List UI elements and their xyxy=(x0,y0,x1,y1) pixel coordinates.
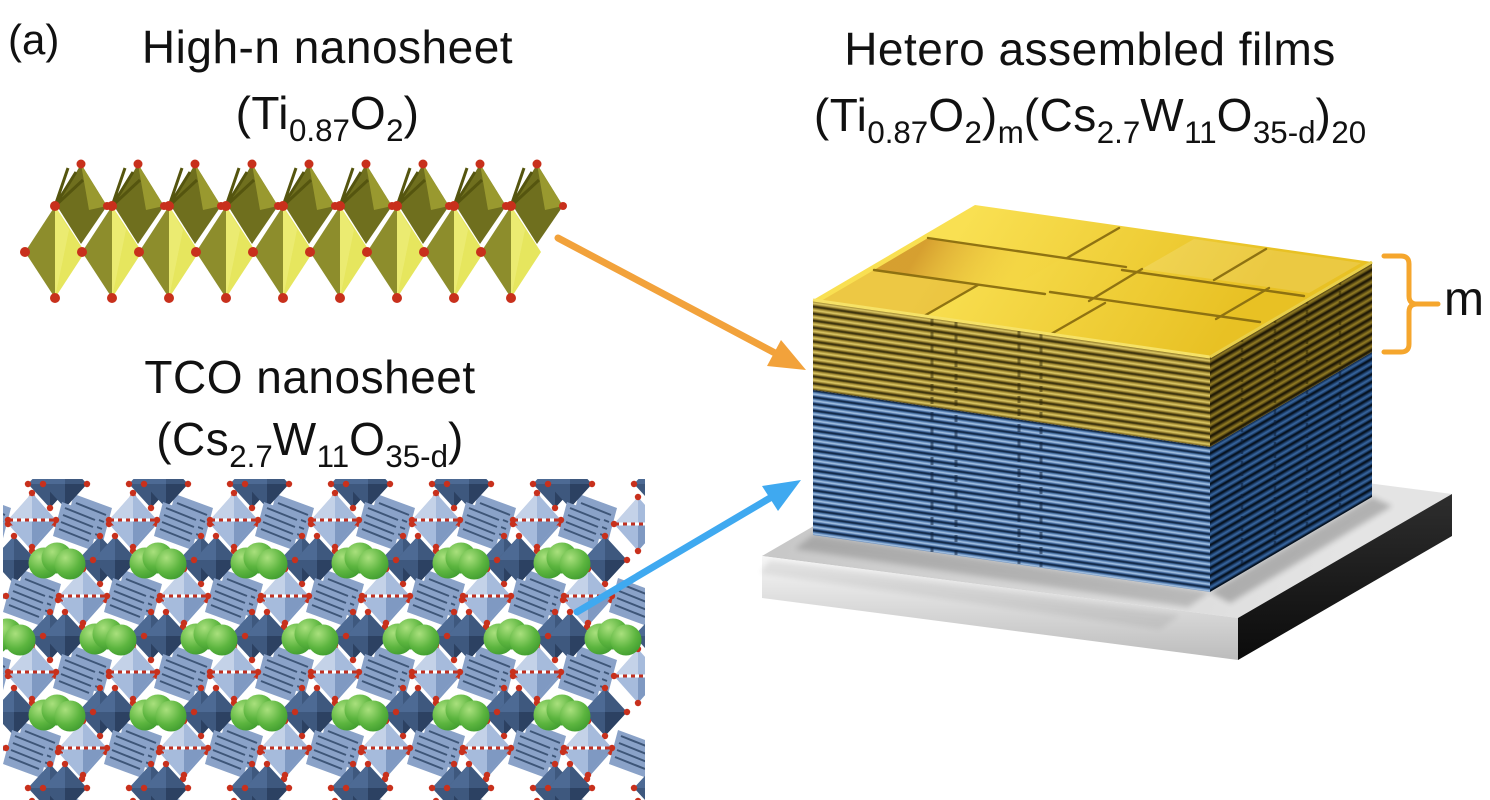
hetero-stack-illustration xyxy=(760,205,1452,660)
panel-label: (a) xyxy=(8,16,60,63)
hetero-formula: (Ti0.87O2)m(Cs2.7W11O35-d)20 xyxy=(813,89,1367,150)
blue-layer-block xyxy=(813,352,1372,592)
high-n-formula: (Ti0.87O2) xyxy=(235,87,420,148)
high-n-nanosheet-structure xyxy=(18,158,569,305)
m-count-label: m xyxy=(1444,273,1484,326)
orange-assembly-arrow xyxy=(554,234,806,370)
yellow-layer-block xyxy=(812,205,1373,447)
tco-title: TCO nanosheet xyxy=(144,351,476,403)
hetero-title: Hetero assembled films xyxy=(844,23,1336,75)
m-bracket xyxy=(1381,253,1441,355)
high-n-title: High-n nanosheet xyxy=(141,21,514,73)
tco-formula: (Cs2.7W11O35-d) xyxy=(156,413,464,474)
film-top-surface xyxy=(812,205,1373,359)
blue-assembly-arrow xyxy=(573,480,801,616)
